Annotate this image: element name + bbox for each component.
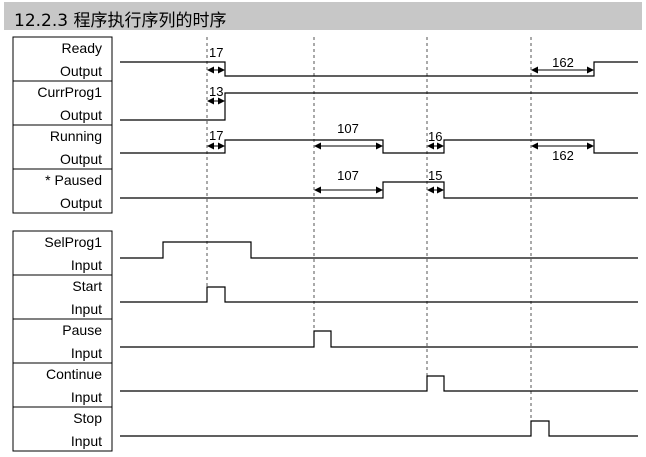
signal-name: Ready (62, 40, 102, 56)
event-reference-lines (206, 37, 532, 422)
signal-start-label: Start Input (71, 278, 102, 317)
signal-kind: Input (71, 433, 102, 449)
signal-currprog-label: CurrProg1 Output (37, 84, 102, 123)
start-waveform (120, 286, 638, 303)
section-title: 12.2.3 程序执行序列的时序 (14, 11, 227, 31)
signal-kind: Output (60, 195, 102, 211)
outputs-label-box (12, 36, 113, 214)
signal-name: CurrProg1 (37, 84, 102, 100)
signal-paused-label: * Paused Output (45, 172, 102, 211)
running-17-label: 17 (209, 128, 223, 143)
signal-name: Pause (62, 322, 102, 338)
signal-name: Continue (46, 366, 102, 382)
running-162-label: 162 (552, 148, 574, 163)
signal-kind: Output (60, 151, 102, 167)
section-header: 12.2.3 程序执行序列的时序 (4, 2, 642, 31)
signal-ready-label: Ready Output (60, 40, 102, 79)
currprog-waveform (120, 92, 638, 121)
currprog-13-label: 13 (209, 84, 223, 99)
signal-stop-label: Stop Input (71, 410, 102, 449)
stop-waveform (120, 420, 638, 437)
pause-waveform (120, 330, 638, 348)
signal-kind: Input (71, 301, 102, 317)
paused-waveform (120, 181, 638, 199)
ready-waveform (120, 61, 638, 77)
signal-name: Start (72, 278, 102, 294)
signal-kind: Input (71, 257, 102, 273)
ready-162-label: 162 (552, 55, 574, 70)
signal-kind: Output (60, 107, 102, 123)
selprog-waveform (120, 241, 638, 259)
signal-name: Running (50, 128, 102, 144)
continue-waveform (120, 375, 638, 392)
signal-running-label: Running Output (50, 128, 102, 167)
inputs-label-box (12, 230, 113, 452)
running-waveform (120, 139, 638, 154)
signal-kind: Input (71, 345, 102, 361)
signal-name: * Paused (45, 172, 102, 188)
signal-selprog-label: SelProg1 Input (44, 234, 102, 273)
signal-name: Stop (73, 410, 102, 426)
running-16-label: 16 (428, 129, 442, 144)
ready-17-label: 17 (209, 45, 223, 60)
running-107-label: 107 (337, 121, 359, 136)
signal-continue-label: Continue Input (46, 366, 102, 405)
signal-pause-label: Pause Input (62, 322, 102, 361)
paused-107-label: 107 (337, 168, 359, 183)
signal-kind: Output (60, 63, 102, 79)
signal-name: SelProg1 (44, 234, 102, 250)
paused-15-label: 15 (428, 168, 442, 183)
signal-kind: Input (71, 389, 102, 405)
